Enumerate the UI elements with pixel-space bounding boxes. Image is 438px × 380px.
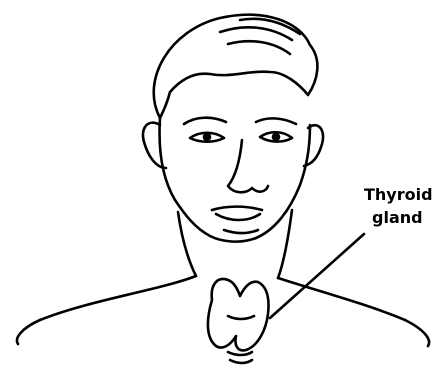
right-eyebrow [256, 118, 296, 124]
chin [224, 230, 258, 233]
thyroid-label-line-1: Thyroid [364, 187, 433, 203]
left-shoulder [17, 276, 196, 344]
right-pupil [273, 134, 279, 140]
hair-strand-2 [228, 41, 290, 54]
hair-strand-1 [220, 27, 292, 40]
left-pupil [204, 134, 210, 140]
thyroid-gland [208, 279, 269, 350]
right-shoulder [278, 278, 429, 346]
label-leader-line [270, 234, 364, 318]
left-eyebrow [184, 118, 226, 124]
mouth-upper-lip [212, 207, 262, 210]
trachea-rings [228, 352, 252, 363]
thyroid-isthmus [228, 316, 254, 319]
nose [228, 140, 268, 192]
mouth-lower-lip [216, 214, 260, 220]
thyroid-label-line-2: gland [372, 210, 423, 226]
face-outline [160, 118, 310, 242]
